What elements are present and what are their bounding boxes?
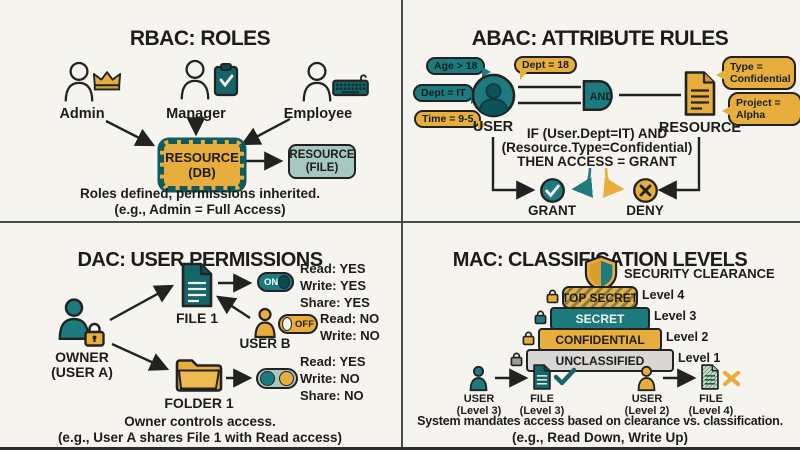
resource-db-box: RESOURCE (DB) [160, 140, 244, 190]
toggle-on-knob [278, 275, 290, 289]
type-attribute-bubble: Type = Confidential [716, 56, 796, 90]
lock-icon-secret [534, 310, 547, 325]
bar-confidential: CONFIDENTIAL [538, 328, 662, 351]
admin-label: Admin [59, 106, 105, 122]
mac-file2-icon [701, 364, 719, 390]
mac-user2-icon [637, 365, 656, 392]
rbac-caption-1: Roles defined, permissions inherited. [79, 186, 321, 201]
bottom-edge-bar [0, 447, 800, 450]
rbac-title: RBAC: ROLES [129, 27, 271, 51]
mac-file2-label: FILE(Level 4) [688, 393, 734, 417]
lock-icon-top-secret [546, 289, 559, 304]
resource-file-line1: RESOURCE [289, 148, 355, 161]
user-b-label: USER B [239, 336, 291, 351]
bar-secret: SECRET [550, 307, 650, 330]
mac-caption-1: System mandates access based on clearanc… [417, 414, 783, 428]
abac-resource-icon [684, 71, 716, 116]
mac-caption-2: (e.g., Read Down, Write Up) [511, 430, 688, 445]
dac-caption-1: Owner controls access. [124, 414, 276, 429]
mac-quadrant: MAC: CLASSIFICATION LEVELS SECURITY CLEA… [400, 222, 800, 450]
toggle-off-knob [282, 317, 292, 331]
employee-label: Employee [283, 106, 353, 122]
dac-caption-2: (e.g., User A shares File 1 with Read ac… [57, 430, 343, 445]
grant-check-icon [540, 178, 565, 203]
mac-user1-icon [469, 365, 488, 392]
dac-title: DAC: USER PERMISSIONS [77, 248, 323, 271]
mac-user2-label: USER(Level 2) [624, 393, 670, 417]
toggle-mixed-teal-knob [260, 371, 275, 386]
user-b-permissions: Read: NO Write: NO [320, 311, 380, 343]
user-b-icon [254, 307, 276, 339]
toggle-on-label: ON [264, 276, 279, 288]
mac-user1-label: USER(Level 3) [456, 393, 502, 417]
abac-user-label: USER [472, 119, 514, 135]
resource-db-line1: RESOURCE [165, 150, 239, 165]
owner-label-line1: OWNER [55, 349, 109, 365]
crown-icon [92, 71, 122, 91]
folder1-permissions: Read: YES Write: NO Share: NO [300, 354, 366, 403]
abac-title: ABAC: ATTRIBUTE RULES [471, 27, 729, 51]
folder1-icon [175, 359, 223, 392]
user-avatar-icon [471, 73, 516, 118]
dept-top-bubble: Dept = 18 [514, 56, 577, 80]
manager-person-icon [180, 59, 210, 100]
deny-cross-icon [722, 370, 741, 387]
vertical-divider [401, 0, 403, 450]
abac-rule-line3: THEN ACCESS = GRANT [517, 154, 677, 169]
bar-unclassified: UNCLASSIFIED [526, 349, 674, 372]
rank-level-3: Level 3 [654, 309, 697, 323]
employee-person-icon [302, 61, 332, 102]
resource-file-box: RESOURCE (FILE) [288, 144, 356, 179]
project-attribute-bubble: Project = Alpha [722, 92, 800, 126]
horizontal-divider [0, 221, 800, 223]
owner-label-line2: (USER A) [51, 364, 113, 380]
time-attribute-bubble: Time = 9-5 [414, 110, 488, 130]
file1-icon [181, 262, 213, 308]
age-attribute-bubble: Age > 18 [426, 57, 493, 77]
admin-person-icon [64, 61, 94, 102]
abac-rule-line1: IF (User.Dept=IT) AND [526, 126, 668, 141]
file1-permissions: Read: YES Write: YES Share: YES [300, 261, 370, 310]
and-gate-label: AND [590, 91, 614, 103]
deny-x-icon [633, 178, 658, 203]
rank-level-4: Level 4 [642, 288, 685, 302]
rbac-caption-2: (e.g., Admin = Full Access) [114, 202, 286, 217]
deny-label: DENY [626, 203, 664, 218]
owner-padlock-icon [84, 322, 105, 347]
rank-level-2: Level 2 [666, 330, 709, 344]
clipboard-icon [213, 63, 239, 97]
security-shield-icon [584, 255, 618, 292]
allow-check-icon [553, 367, 577, 386]
rank-level-1: Level 1 [678, 351, 721, 365]
mac-file1-icon [533, 364, 551, 390]
file1-label: FILE 1 [175, 310, 219, 326]
toggle-mixed-gold-knob [279, 371, 294, 386]
abac-resource-label: RESOURCE [658, 120, 742, 136]
rbac-quadrant: RBAC: ROLES Admin [0, 0, 400, 222]
abac-rule-line2: (Resource.Type=Confidential) [501, 140, 693, 155]
dept-attribute-bubble: Dept = IT [413, 84, 480, 104]
grant-label: GRANT [528, 203, 576, 218]
lock-icon-confidential [522, 331, 535, 346]
manager-label: Manager [166, 106, 226, 122]
mac-file1-label: FILE(Level 3) [519, 393, 565, 417]
dac-quadrant: DAC: USER PERMISSIONS [0, 222, 400, 450]
and-gate-icon: AND [582, 80, 614, 111]
abac-quadrant: ABAC: ATTRIBUTE RULES [400, 0, 800, 222]
toggle-off-label: OFF [295, 318, 314, 330]
keyboard-icon [332, 74, 369, 97]
security-clearance-label: SECURITY CLEARANCE [624, 266, 775, 281]
toggle-mixed [256, 368, 298, 389]
bar-top-secret: TOP SECRET [562, 286, 638, 309]
resource-db-line2: (DB) [188, 165, 216, 180]
folder1-label: FOLDER 1 [164, 395, 234, 411]
lock-icon-unclassified [510, 352, 523, 367]
resource-file-line2: (FILE) [305, 161, 339, 174]
toggle-off: OFF [278, 314, 318, 334]
toggle-on: ON [257, 272, 294, 292]
